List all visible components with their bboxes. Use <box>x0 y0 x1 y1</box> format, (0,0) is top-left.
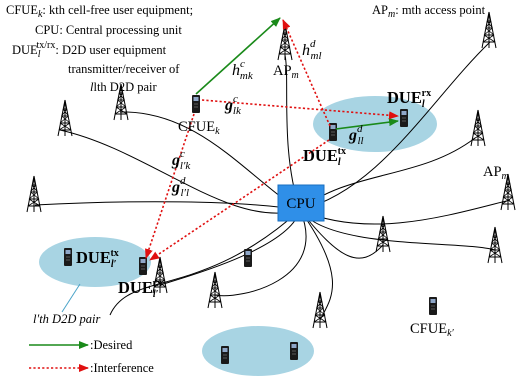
cfue-kprime-label: CFUEk′ <box>410 321 455 339</box>
cfue-k-label: CFUEk <box>178 119 220 137</box>
ap-tower <box>207 271 223 309</box>
ap-tower <box>470 109 486 147</box>
d2d-pair-pointer <box>61 283 81 313</box>
ap-tower <box>277 23 293 61</box>
ue-phone <box>220 345 230 365</box>
interference-link-cfue-due-lprime-rx <box>145 113 195 259</box>
cfue-kprime-phone <box>428 296 438 316</box>
desired-link-cfue-ap <box>195 17 281 95</box>
due-l-rx-label: DUElrx <box>387 88 431 110</box>
due-lprime-tx-label: DUEl′tx <box>76 248 119 270</box>
desired-link-due-l <box>335 118 399 130</box>
due-lprime-rx-label: DUEl′rx <box>118 278 162 300</box>
ue-phone <box>243 248 253 268</box>
cpu-label: CPU <box>286 196 315 212</box>
legend-cpu: CPU: Central processing unit <box>35 23 182 37</box>
cfue-k-phone <box>191 94 201 114</box>
interference-link-due-l-due-lprime-rx <box>149 139 330 261</box>
legend-interference-label: :Interference <box>90 361 154 375</box>
ap-tower <box>375 215 391 253</box>
ue-phone <box>289 341 299 361</box>
ue-cluster-bottom-ellipse <box>202 326 314 376</box>
legend-desired-label: :Desired <box>90 338 133 352</box>
legend-due: DUEltx/rx: D2D user equipment <box>12 40 167 60</box>
interference-link-due-l-ap <box>282 19 331 127</box>
ap-tower <box>26 175 42 213</box>
d2d-pair-label: l′th D2D pair <box>33 312 100 326</box>
legend-due-line2: transmitter/receiver of <box>68 62 180 76</box>
cpu-box <box>277 184 325 222</box>
ap-m-right-label: APm <box>483 164 509 182</box>
due-l-rx-phone <box>399 108 409 128</box>
legend-due-line3: llth D2D pair <box>90 80 158 94</box>
due-l-tx-label: DUEltx <box>303 146 346 168</box>
interference-link-cfue-due-l-rx <box>201 99 399 120</box>
due-lprime-tx-phone <box>63 247 73 267</box>
legend-ap: APm: mth access point <box>372 3 486 20</box>
ap-tower <box>481 11 497 49</box>
legend-cfue: CFUEk: kth cell-free user equipment; <box>6 3 193 20</box>
ap-tower <box>57 99 73 137</box>
due-lprime-rx-phone <box>138 256 148 276</box>
ap-tower <box>487 226 503 264</box>
ap-m-label: APm <box>273 63 299 81</box>
